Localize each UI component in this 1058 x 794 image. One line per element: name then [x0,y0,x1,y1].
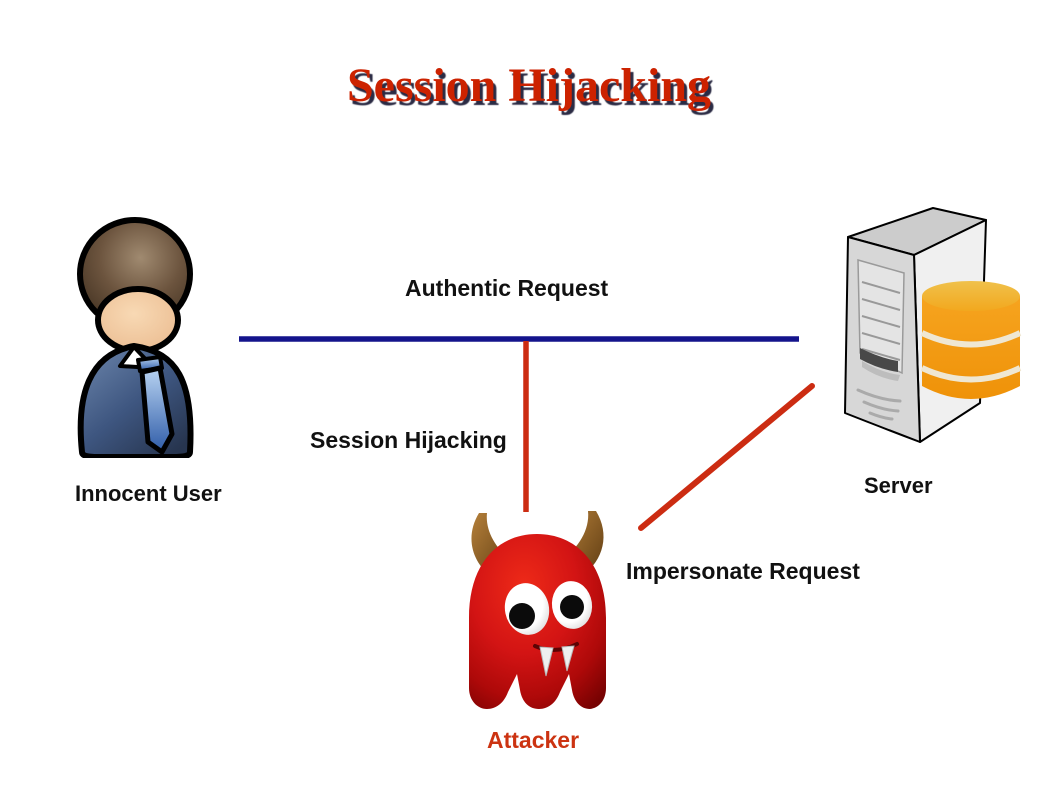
server-vent-lines [861,281,901,361]
server-swoosh-lines [856,388,902,421]
attacker-icon [469,511,606,709]
authentic-request-label: Authentic Request [405,275,609,301]
impersonate-request-line [638,383,815,531]
attacker-mouth [533,642,579,677]
innocent-user-label: Innocent User [75,481,222,506]
page-title: Session Hijacking [346,59,712,112]
user-tie [136,355,175,455]
attacker-eyes [504,581,593,635]
server-label: Server [864,473,933,498]
attacker-label: Attacker [487,727,580,753]
user-body [77,343,194,458]
server-drive-slot [860,348,898,372]
server-icon [844,207,1022,443]
database-icon [920,281,1022,399]
session-hijacking-label: Session Hijacking [310,427,507,453]
user-head [77,217,193,354]
impersonate-request-label: Impersonate Request [626,558,860,584]
innocent-user-icon [77,217,194,458]
